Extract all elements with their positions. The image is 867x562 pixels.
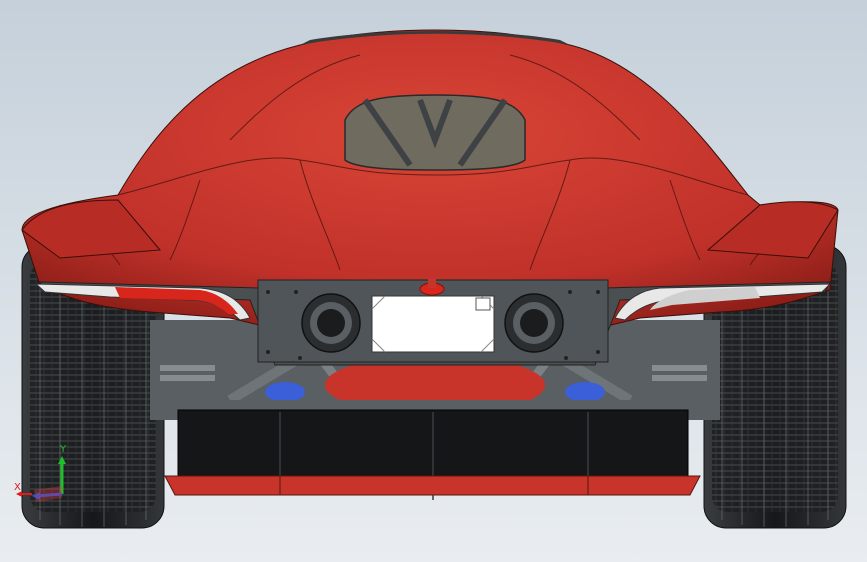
left-taillight <box>34 283 251 321</box>
right-taillight <box>614 283 832 321</box>
x-axis-label: X <box>14 482 21 493</box>
license-plate <box>371 295 495 353</box>
roof-strip <box>300 31 570 45</box>
left-exhaust-tip <box>301 293 361 353</box>
side-vent-right <box>652 365 707 381</box>
right-exhaust-tip <box>504 293 564 353</box>
rear-badge <box>419 278 445 296</box>
body-panel-lines <box>59 54 811 271</box>
coordinate-triad: Y X <box>14 444 67 502</box>
x-axis-arrow <box>16 491 22 497</box>
right-rear-tire <box>703 244 847 529</box>
right-rear-fender <box>706 201 839 259</box>
y-axis-label: Y <box>59 444 67 455</box>
rear-diffuser <box>164 400 705 500</box>
side-vent-left <box>160 365 215 381</box>
left-rear-fender <box>21 199 162 259</box>
z-axis-line <box>35 492 63 498</box>
engine-cover-window <box>344 94 526 171</box>
z-axis-arrow <box>32 492 40 500</box>
y-axis-arrow <box>58 456 66 464</box>
triad-plane <box>34 486 62 502</box>
fascia-bolts <box>266 290 600 360</box>
